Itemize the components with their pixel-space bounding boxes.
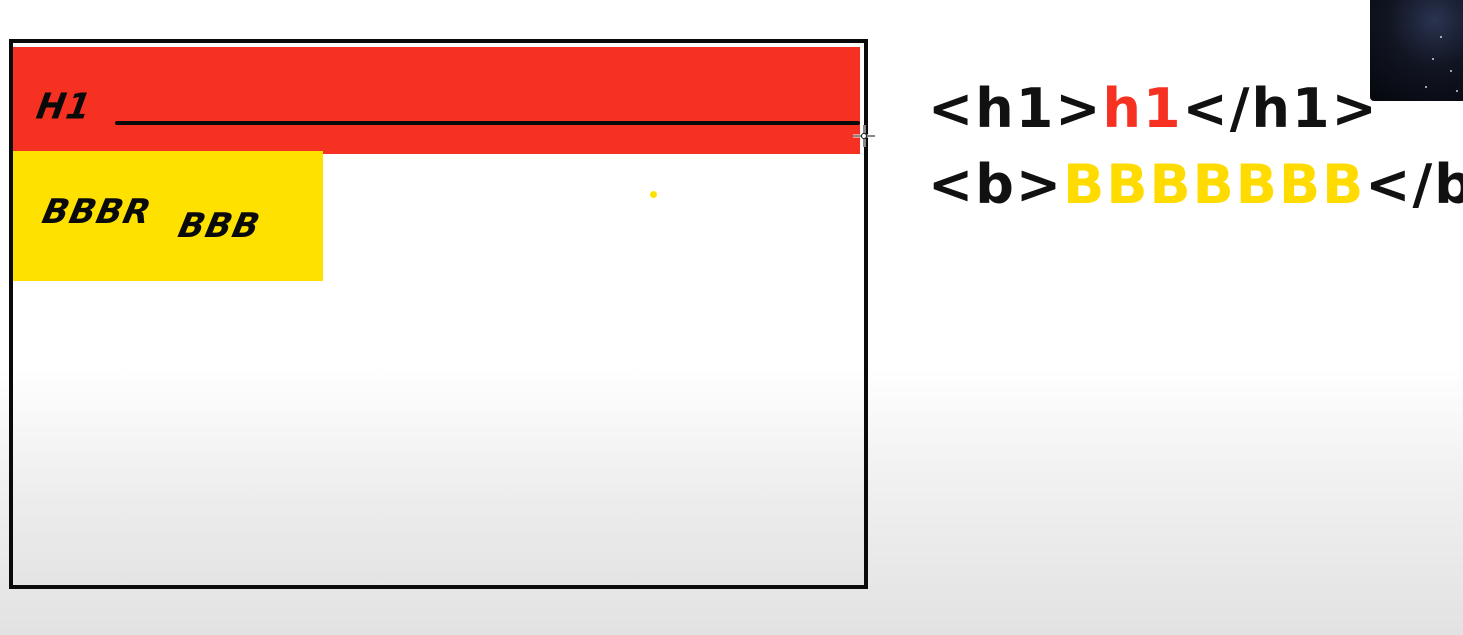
h1-open-tag: <h1> [928,77,1103,140]
code-line-h1: <h1>h1</h1> [928,82,1379,136]
b-highlight-block: BBBR BBB [13,151,323,281]
webcam-speck [1456,90,1458,92]
crosshair-cursor-icon [853,125,875,147]
yellow-dot-mark [650,191,657,198]
h1-close-tag: </h1> [1182,77,1379,140]
h1-tag-content: h1 [1102,77,1183,140]
b-drawn-label-part1: BBBR [38,192,156,232]
h1-underline-stroke [115,121,860,125]
b-close-tag: </b> [1365,153,1463,216]
b-tag-content: BBBBBBB [1063,153,1366,216]
h1-drawn-label: H1 [33,86,95,128]
webcam-speck [1425,86,1427,88]
webcam-thumbnail [1370,0,1463,101]
drawing-canvas: H1 BBBR BBB [9,39,868,589]
h1-highlight-band: H1 [13,47,860,154]
webcam-speck [1440,36,1442,38]
b-open-tag: <b> [928,153,1064,216]
webcam-speck [1432,58,1434,60]
webcam-speck [1450,70,1452,72]
code-line-b: <b>BBBBBBB</b> [928,158,1463,212]
b-drawn-label-part2: BBB [174,206,265,246]
